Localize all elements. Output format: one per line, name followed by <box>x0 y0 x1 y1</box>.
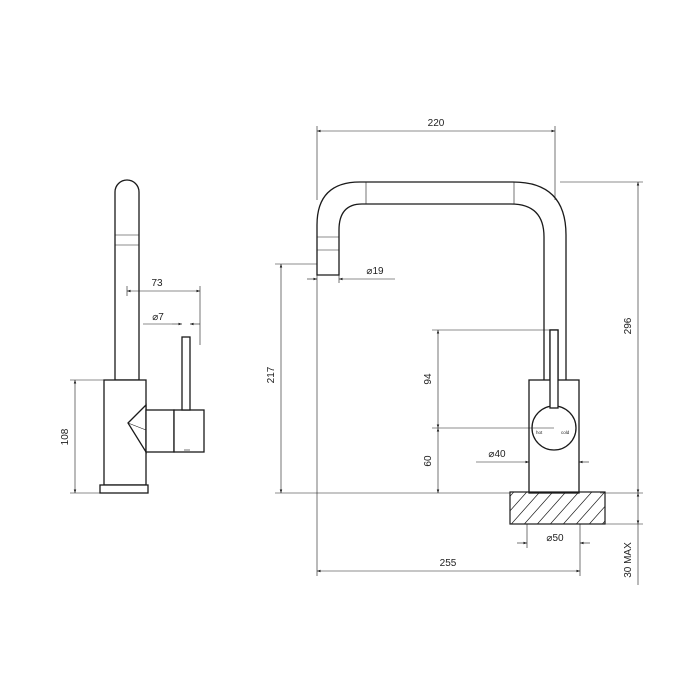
dim-spout-offset: 73 <box>151 278 163 289</box>
label-cold: cold <box>561 430 570 435</box>
dim-spout-reach: 220 <box>428 118 445 129</box>
side-spout <box>114 179 140 381</box>
dim-overall-width: 255 <box>440 558 457 569</box>
dim-lever-length: 94 <box>423 373 434 385</box>
side-base <box>99 484 149 494</box>
benchtop-section <box>509 491 606 525</box>
dim-body-diameter: ⌀40 <box>488 449 506 460</box>
side-view: 73 ⌀7 108 <box>60 179 205 494</box>
dim-handle-diameter: ⌀7 <box>152 312 164 323</box>
dim-body-height: 108 <box>60 428 71 445</box>
side-handle <box>181 336 191 411</box>
dim-base-diameter: ⌀50 <box>546 533 564 544</box>
dim-overall-height: 296 <box>623 317 634 334</box>
front-view: hot cold 220 ⌀ <box>266 118 643 585</box>
dim-max-bench: 30 MAX <box>623 542 634 578</box>
front-spout <box>316 181 567 386</box>
dim-outlet-height: 217 <box>266 366 277 383</box>
label-hot: hot <box>536 430 543 435</box>
side-cartridge <box>145 409 175 453</box>
dim-outlet-diameter: ⌀19 <box>366 266 384 277</box>
dim-body-center-height: 60 <box>423 455 434 467</box>
